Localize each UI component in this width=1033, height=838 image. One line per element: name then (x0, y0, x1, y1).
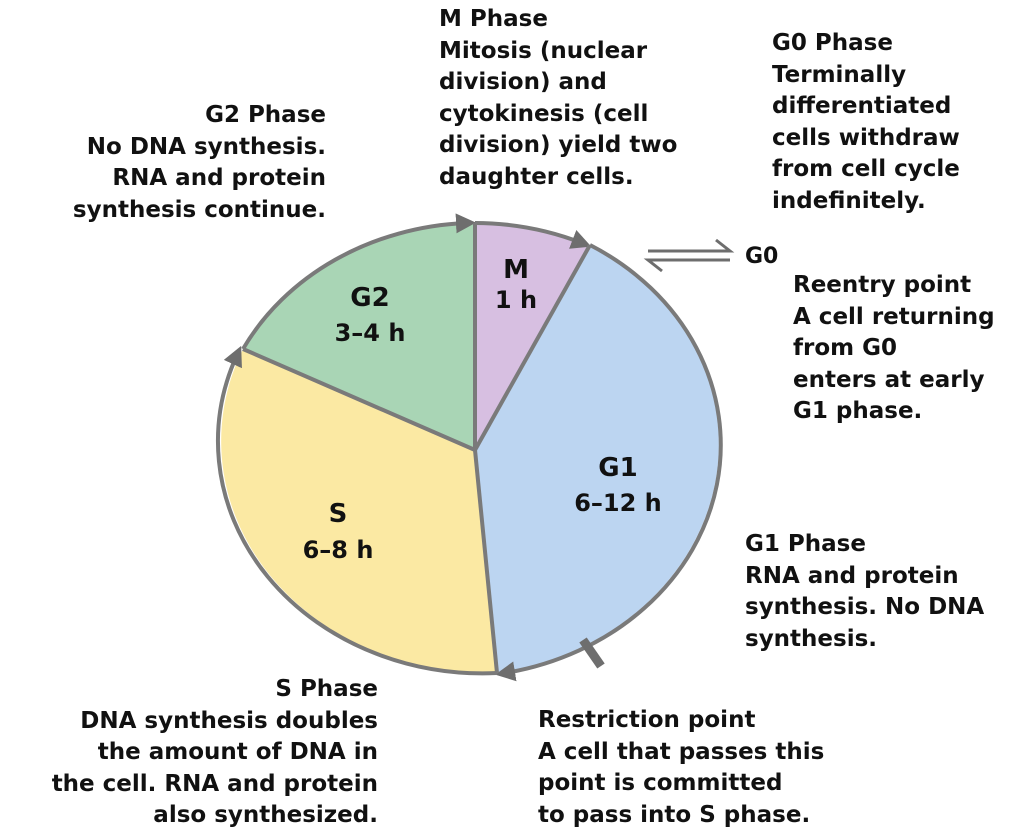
segment-m-duration: 1 h (495, 286, 537, 314)
callout-s-phase-line: DNA synthesis doubles (80, 707, 378, 734)
segment-m-label: M (503, 255, 529, 285)
callout-restriction-point-title: Restriction point (538, 707, 756, 733)
callout-reentry-point: Reentry point A cell returning from G0 e… (793, 270, 995, 428)
divider-s-g2 (242, 347, 476, 452)
arrow-m-to-g1 (474, 221, 592, 249)
segment-g1 (475, 245, 719, 673)
callout-g0-phase: G0 Phase Terminally differentiated cells… (772, 28, 960, 217)
callout-m-phase-line: Mitosis (nuclear (439, 37, 648, 64)
callout-reentry-point-line: from G0 (793, 335, 898, 361)
callout-g0-phase-line: from cell cycle (772, 156, 960, 182)
callout-m-phase-line: cytokinesis (cell (439, 100, 649, 127)
segment-g1-duration: 6–12 h (574, 489, 662, 517)
callout-m-phase: M Phase Mitosis (nuclear division) and c… (439, 4, 677, 193)
callout-g0-phase-line: Terminally (772, 61, 907, 88)
callout-g1-phase-title: G1 Phase (745, 531, 866, 557)
divider-m-g1 (473, 244, 592, 451)
segment-g1-label: G1 (598, 453, 637, 483)
segment-m (475, 222, 590, 450)
segment-g2-duration: 3–4 h (335, 319, 406, 347)
segment-g2-label: G2 (350, 283, 389, 313)
callout-m-phase-line: daughter cells. (439, 163, 634, 190)
arrow-g1-to-s (495, 243, 723, 682)
callout-m-phase-title: M Phase (439, 6, 548, 32)
arrow-g2-to-m (241, 213, 476, 351)
callout-g0-phase-line: cells withdraw (772, 124, 960, 151)
restriction-point-marker (579, 637, 605, 669)
callout-g2-phase: G2 Phase No DNA synthesis. RNA and prote… (73, 100, 326, 226)
callout-restriction-point-line: A cell that passes this (538, 738, 825, 765)
callout-reentry-point-line: G1 phase. (793, 398, 923, 424)
callout-g2-phase-line: RNA and protein (112, 165, 326, 191)
callout-g1-phase-line: synthesis. (745, 625, 878, 652)
segment-g2 (243, 223, 475, 450)
callout-g2-phase-title: G2 Phase (205, 102, 326, 128)
arrow-s-to-g2 (216, 345, 498, 676)
callout-restriction-point: Restriction point A cell that passes thi… (538, 705, 824, 831)
callout-s-phase: S Phase DNA synthesis doubles the amount… (52, 674, 378, 832)
callout-restriction-point-line: point is committed (538, 770, 783, 796)
callout-g2-phase-line: No DNA synthesis. (86, 133, 326, 160)
callout-restriction-point-line: to pass into S phase. (538, 801, 811, 828)
callout-g1-phase-line: RNA and protein (745, 562, 959, 589)
callout-g0-phase-line: indefinitely. (772, 187, 926, 214)
g0-exchange-arrows (643, 238, 735, 273)
callout-g0-phase-title: G0 Phase (772, 30, 893, 56)
callout-g0-phase-line: differentiated (772, 93, 952, 119)
callout-m-phase-line: division) yield two (439, 132, 678, 158)
callout-s-phase-line: the cell. RNA and protein (51, 770, 378, 797)
callout-reentry-point-title: Reentry point (793, 272, 972, 298)
callout-reentry-point-line: enters at early (793, 366, 985, 393)
callout-s-phase-line: also synthesized. (153, 802, 378, 828)
callout-g2-phase-line: synthesis continue. (72, 196, 326, 223)
callout-s-phase-title: S Phase (275, 676, 378, 702)
callout-s-phase-line: the amount of DNA in (97, 739, 378, 765)
callout-g1-phase-line: synthesis. No DNA (745, 594, 985, 620)
callout-m-phase-line: division) and (439, 69, 607, 95)
callout-reentry-point-line: A cell returning (793, 303, 995, 330)
segment-s-duration: 6–8 h (303, 536, 374, 564)
callout-g1-phase: G1 Phase RNA and protein synthesis. No D… (745, 529, 984, 655)
divider-g1-s (473, 449, 499, 674)
g0-label: G0 (745, 244, 778, 269)
segment-s-label: S (329, 499, 348, 529)
